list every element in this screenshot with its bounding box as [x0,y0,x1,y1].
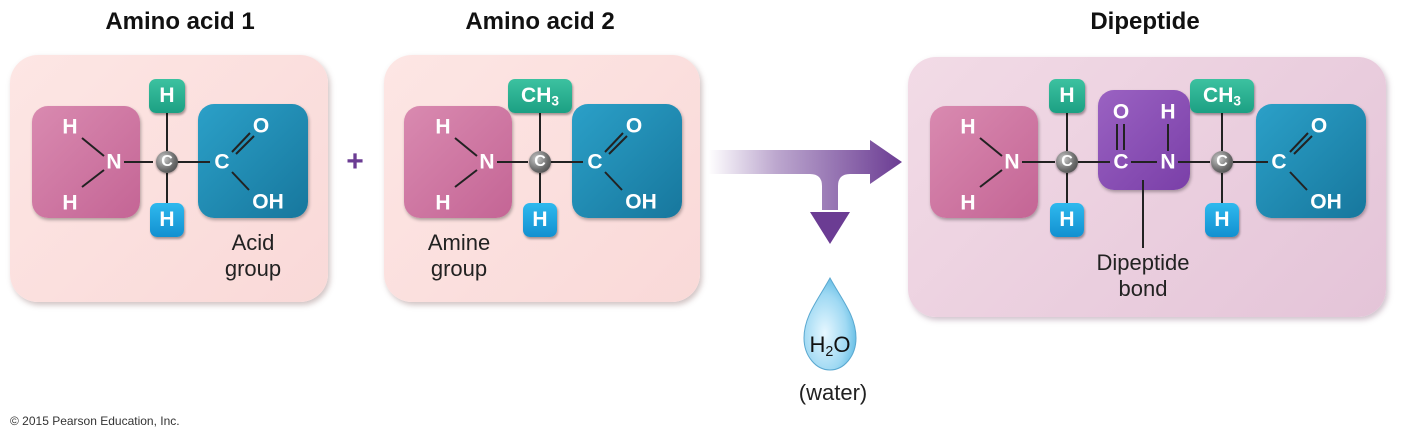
aa1-amine-h-bottom: H [62,191,78,215]
dipeptide-alpha-carbon-1-symbol: C [1061,153,1073,170]
dipeptide-alpha-carbon-1 [1056,151,1078,173]
acid-group-box-1 [198,104,308,218]
dipeptide-alpha-carbon-2-symbol: C [1216,153,1228,170]
aa2-amine-h-top: H [435,115,451,139]
dp-carboxyl-c: C [1271,150,1287,174]
aa1-amine-n: N [106,150,122,174]
water-label: (water) [798,380,868,405]
aa2-ch3-tag: CH3 [508,79,572,113]
dp-bond-o: O [1112,100,1130,124]
aa1-carboxyl-o: O [252,114,270,138]
aa1-carboxyl-oh: OH [252,190,284,214]
aa2-carboxyl-o: O [625,114,643,138]
aa2-carboxyl-c: C [587,150,603,174]
dp-h-top-tag: H [1049,79,1085,113]
alpha-carbon-2 [529,151,551,173]
title-amino-acid-1: Amino acid 1 [105,8,255,35]
reaction-arrow [708,140,902,210]
amine-group-box-2 [404,106,512,218]
alpha-carbon-2-symbol: C [534,153,546,170]
plus-sign: + [346,145,364,178]
dp-bond-c: C [1113,150,1129,174]
dipeptide-bond-box [1098,90,1190,190]
water-drop [803,276,857,371]
dp-amine-h-bottom: H [960,191,976,215]
dp-h-bottom-tag-2: H [1205,203,1239,237]
aa2-amine-n: N [479,150,495,174]
dipeptide-bond-label: Dipeptide bond [1096,250,1190,302]
dp-amine-n: N [1004,150,1020,174]
copyright-text: © 2015 Pearson Education, Inc. [10,414,180,428]
dp-amine-h-top: H [960,115,976,139]
dp-carboxyl-oh: OH [1310,190,1342,214]
dp-bond-h: H [1160,100,1176,124]
amine-group-box-1 [32,106,140,218]
aa1-carboxyl-c: C [214,150,230,174]
dipeptide-amine-box [930,106,1038,218]
dp-bond-n: N [1160,150,1176,174]
aa2-h-bottom-tag: H [523,203,557,237]
alpha-carbon-1 [156,151,178,173]
alpha-carbon-1-symbol: C [161,153,173,170]
dp-h-bottom-tag: H [1050,203,1084,237]
acid-group-box-2 [572,104,682,218]
water-formula: H2O [809,332,851,360]
dipeptide-acid-box [1256,104,1366,218]
aa2-amine-h-bottom: H [435,191,451,215]
amine-group-label: Amine group [427,230,491,282]
aa1-h-top-tag: H [149,79,185,113]
dipeptide-alpha-carbon-2 [1211,151,1233,173]
aa1-amine-h-top: H [62,115,78,139]
title-dipeptide: Dipeptide [1090,8,1200,35]
title-amino-acid-2: Amino acid 2 [465,8,615,35]
acid-group-label: Acid group [224,230,282,282]
aa1-h-bottom-tag: H [150,203,184,237]
aa2-carboxyl-oh: OH [625,190,657,214]
dp-carboxyl-o: O [1310,114,1328,138]
dp-ch3-tag: CH3 [1190,79,1254,113]
water-arrow-head [810,212,850,244]
